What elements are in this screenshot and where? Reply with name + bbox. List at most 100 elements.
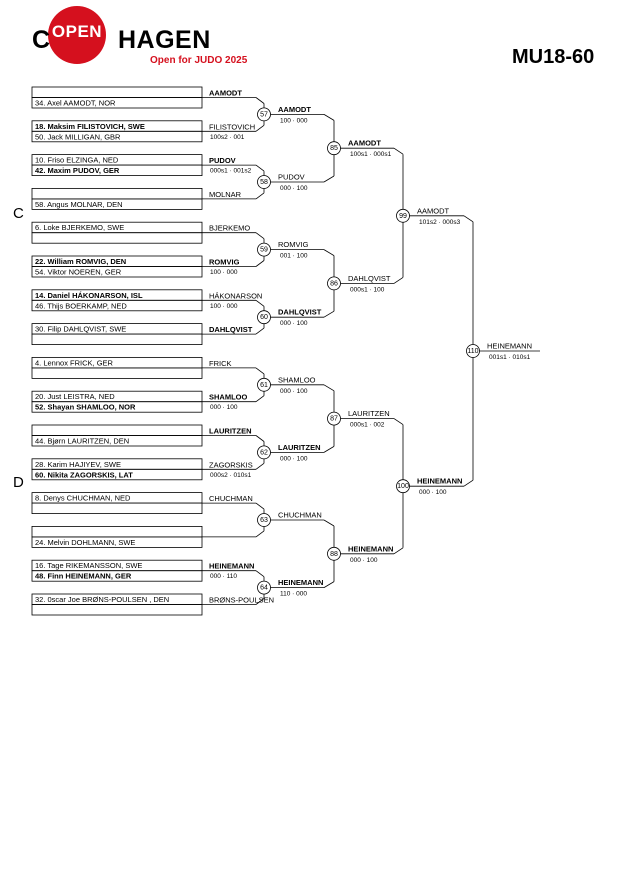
logo-tagline: Open for JUDO 2025	[150, 55, 248, 66]
round3-name: LAURITZEN	[348, 409, 390, 418]
entry-box	[31, 570, 203, 582]
round2-connector	[323, 310, 335, 318]
round2-match-number: 87	[330, 416, 338, 423]
entry-box	[31, 299, 203, 312]
entry-box	[31, 86, 203, 98]
round2-score: 000 · 100	[280, 455, 308, 462]
round1-score: 000s1 · 001s2	[210, 168, 252, 175]
entry-box	[31, 232, 203, 244]
round2-score: 100 · 000	[280, 117, 308, 124]
round1-match-number: 57	[260, 111, 268, 118]
round3-name: HEINEMANN	[348, 544, 393, 553]
round2-match-number: 86	[330, 280, 338, 287]
round1-score: 000 · 100	[210, 404, 238, 411]
round4-score: 101s2 · 000s3	[419, 219, 461, 226]
round2-connector	[323, 175, 335, 183]
entry-name: 44. Bjørn LAURITZEN, DEN	[35, 437, 129, 446]
round1-connector	[255, 435, 265, 442]
entry-name: 58. Angus MOLNAR, DEN	[35, 200, 123, 209]
logo-open-text: OPEN	[51, 22, 103, 41]
final-winner-name: HEINEMANN	[487, 342, 532, 351]
entry-name: 22. William ROMVIG, DEN	[35, 257, 126, 266]
entry-box	[31, 435, 203, 447]
logo-hagen-text: HAGEN	[118, 26, 211, 54]
round1-connector	[255, 598, 265, 605]
round1-score: 100s2 · 001	[210, 134, 245, 141]
round1-name: HÁKONARSON	[209, 291, 262, 300]
round2-score: 000 · 100	[280, 185, 308, 192]
category-title: MU18-60	[512, 46, 595, 68]
round1-name: CHUCHMAN	[209, 494, 253, 503]
round2-name: LAURITZEN	[278, 443, 321, 452]
round2-match-number: 88	[330, 551, 338, 558]
round2-name: DAHLQVIST	[278, 308, 322, 317]
round1-name: LAURITZEN	[209, 427, 252, 436]
round1-connector	[255, 164, 265, 172]
round2-score: 000 · 100	[280, 320, 308, 327]
entry-box	[31, 367, 203, 379]
round3-connector	[393, 277, 404, 284]
entry-name: 28. Karim HAJIYEV, SWE	[35, 460, 121, 469]
round1-connector	[255, 395, 265, 403]
final-connector	[463, 479, 474, 487]
final-match-number: 110	[467, 348, 478, 355]
entry-name: 8. Denys CHUCHMAN, NED	[35, 494, 131, 503]
round2-match-number: 85	[330, 145, 338, 152]
round3-connector	[393, 418, 404, 425]
entry-name: 48. Finn HEINEMANN, GER	[35, 572, 132, 581]
entry-name: 6. Loke BJERKEMO, SWE	[35, 223, 124, 232]
entry-name: 32. 0scar Joe BRØNS-POULSEN , DEN	[35, 595, 169, 604]
entry-name: 16. Tage RIKEMANSSON, SWE	[35, 561, 142, 570]
pool-label-d: D	[13, 474, 24, 491]
round2-score: 110 · 000	[280, 591, 307, 598]
entry-box	[31, 333, 203, 346]
round2-connector	[323, 249, 335, 256]
entry-name: 18. Maksim FILISTOVICH, SWE	[35, 122, 145, 131]
round3-match-number: 100	[397, 483, 409, 490]
round3-score: 000s1 · 100	[350, 286, 385, 293]
round1-match-number: 64	[260, 585, 268, 592]
entry-box	[31, 97, 203, 109]
round3-score: 000 · 100	[350, 557, 378, 564]
entry-name: 4. Lennox FRICK, GER	[35, 358, 114, 367]
entry-box	[31, 164, 203, 177]
entry-name: 60. Nikita ZAGORSKIS, LAT	[35, 470, 133, 479]
round1-name: FRICK	[209, 359, 232, 368]
entry-name: 24. Melvin DOHLMANN, SWE	[35, 538, 135, 547]
final-score: 001s1 · 010s1	[489, 354, 531, 361]
round2-connector	[323, 114, 335, 121]
logo-c-letter: C	[32, 26, 51, 54]
round4-name: AAMODT	[417, 206, 450, 215]
entry-box	[31, 187, 203, 200]
round2-name: ROMVIG	[278, 240, 309, 249]
round3-score: 100s1 · 000s1	[350, 151, 392, 158]
logo-circle	[48, 6, 106, 64]
entry-name: 14. Daniel HÁKONARSON, ISL	[35, 291, 143, 300]
round1-name: MOLNAR	[209, 190, 242, 199]
round1-connector	[255, 232, 265, 240]
entry-box	[31, 536, 203, 548]
round1-name: BJERKEMO	[209, 224, 250, 233]
entry-name: 42. Maxim PUDOV, GER	[35, 166, 120, 175]
round1-connector	[255, 97, 265, 104]
round1-name: AAMODT	[209, 89, 242, 98]
final-connector	[463, 215, 474, 223]
round3-match-number: 99	[399, 213, 407, 220]
round1-name: HEINEMANN	[209, 562, 254, 571]
entry-name: 34. Axel AAMODT, NOR	[35, 99, 116, 108]
round1-connector	[255, 530, 265, 538]
round1-name: BRØNS-POULSEN	[209, 596, 274, 605]
round2-score: 001 · 100	[280, 253, 308, 260]
entry-name: 46. Thijs BOERKAMP, NED	[35, 301, 127, 310]
round1-connector	[255, 367, 265, 375]
round1-connector	[255, 327, 265, 335]
round3-connector	[393, 147, 404, 155]
round1-name: DAHLQVIST	[209, 325, 253, 334]
round3-name: AAMODT	[348, 139, 381, 148]
round3-score: 000s1 · 002	[350, 422, 385, 429]
round1-name: SHAMLOO	[209, 393, 247, 402]
entry-box	[31, 468, 203, 481]
round1-match-number: 62	[260, 449, 268, 456]
round1-name: PUDOV	[209, 156, 236, 165]
